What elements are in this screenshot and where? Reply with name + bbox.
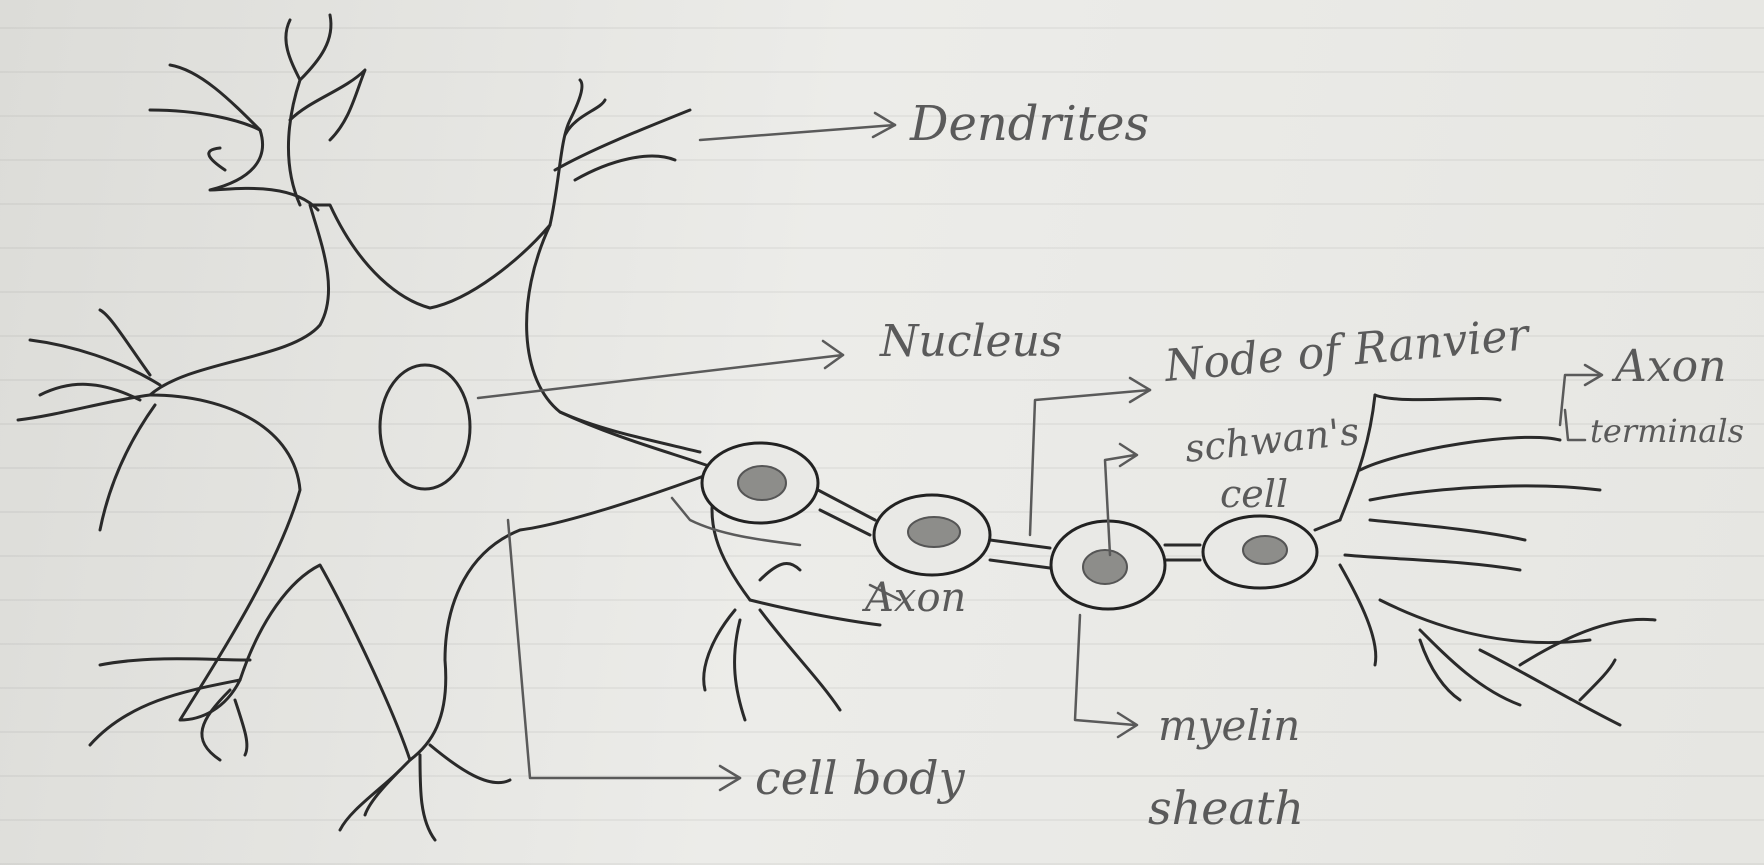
label-schwann-cell-line2: cell (1220, 475, 1288, 513)
pointer-cell-body (508, 520, 740, 790)
label-cell-body: cell body (755, 755, 965, 801)
dendrite-bottom (340, 745, 510, 840)
label-myelin-sheath-line2: sheath (1148, 785, 1304, 831)
dendrite-lower-left (90, 659, 250, 760)
pointer-myelin-sheath (1075, 615, 1137, 737)
label-nucleus: Nucleus (880, 320, 1063, 364)
dendrite-upper-left (150, 15, 365, 210)
cell-body-outline (150, 205, 720, 760)
axon-line (560, 412, 700, 452)
axon-link-3 (1165, 545, 1200, 560)
axon-link-4 (1315, 520, 1340, 530)
label-axon-terminals-line2: terminals (1590, 415, 1744, 447)
axon-link-1 (818, 490, 875, 535)
schwann-cell-4 (1203, 516, 1317, 588)
label-axon-terminals-line1: Axon (1615, 345, 1726, 389)
nucleus-shape (380, 365, 470, 489)
label-myelin-sheath-line1: myelin (1158, 705, 1300, 747)
label-axon: Axon (865, 578, 966, 618)
dendrite-upper-right (550, 80, 690, 225)
schwann-cell-1 (702, 443, 818, 523)
label-dendrites: Dendrites (910, 100, 1149, 148)
axon-link-2 (990, 540, 1050, 568)
pointer-dendrites (700, 113, 895, 140)
dendrite-left (18, 310, 160, 530)
schwann-cell-2 (874, 495, 990, 575)
